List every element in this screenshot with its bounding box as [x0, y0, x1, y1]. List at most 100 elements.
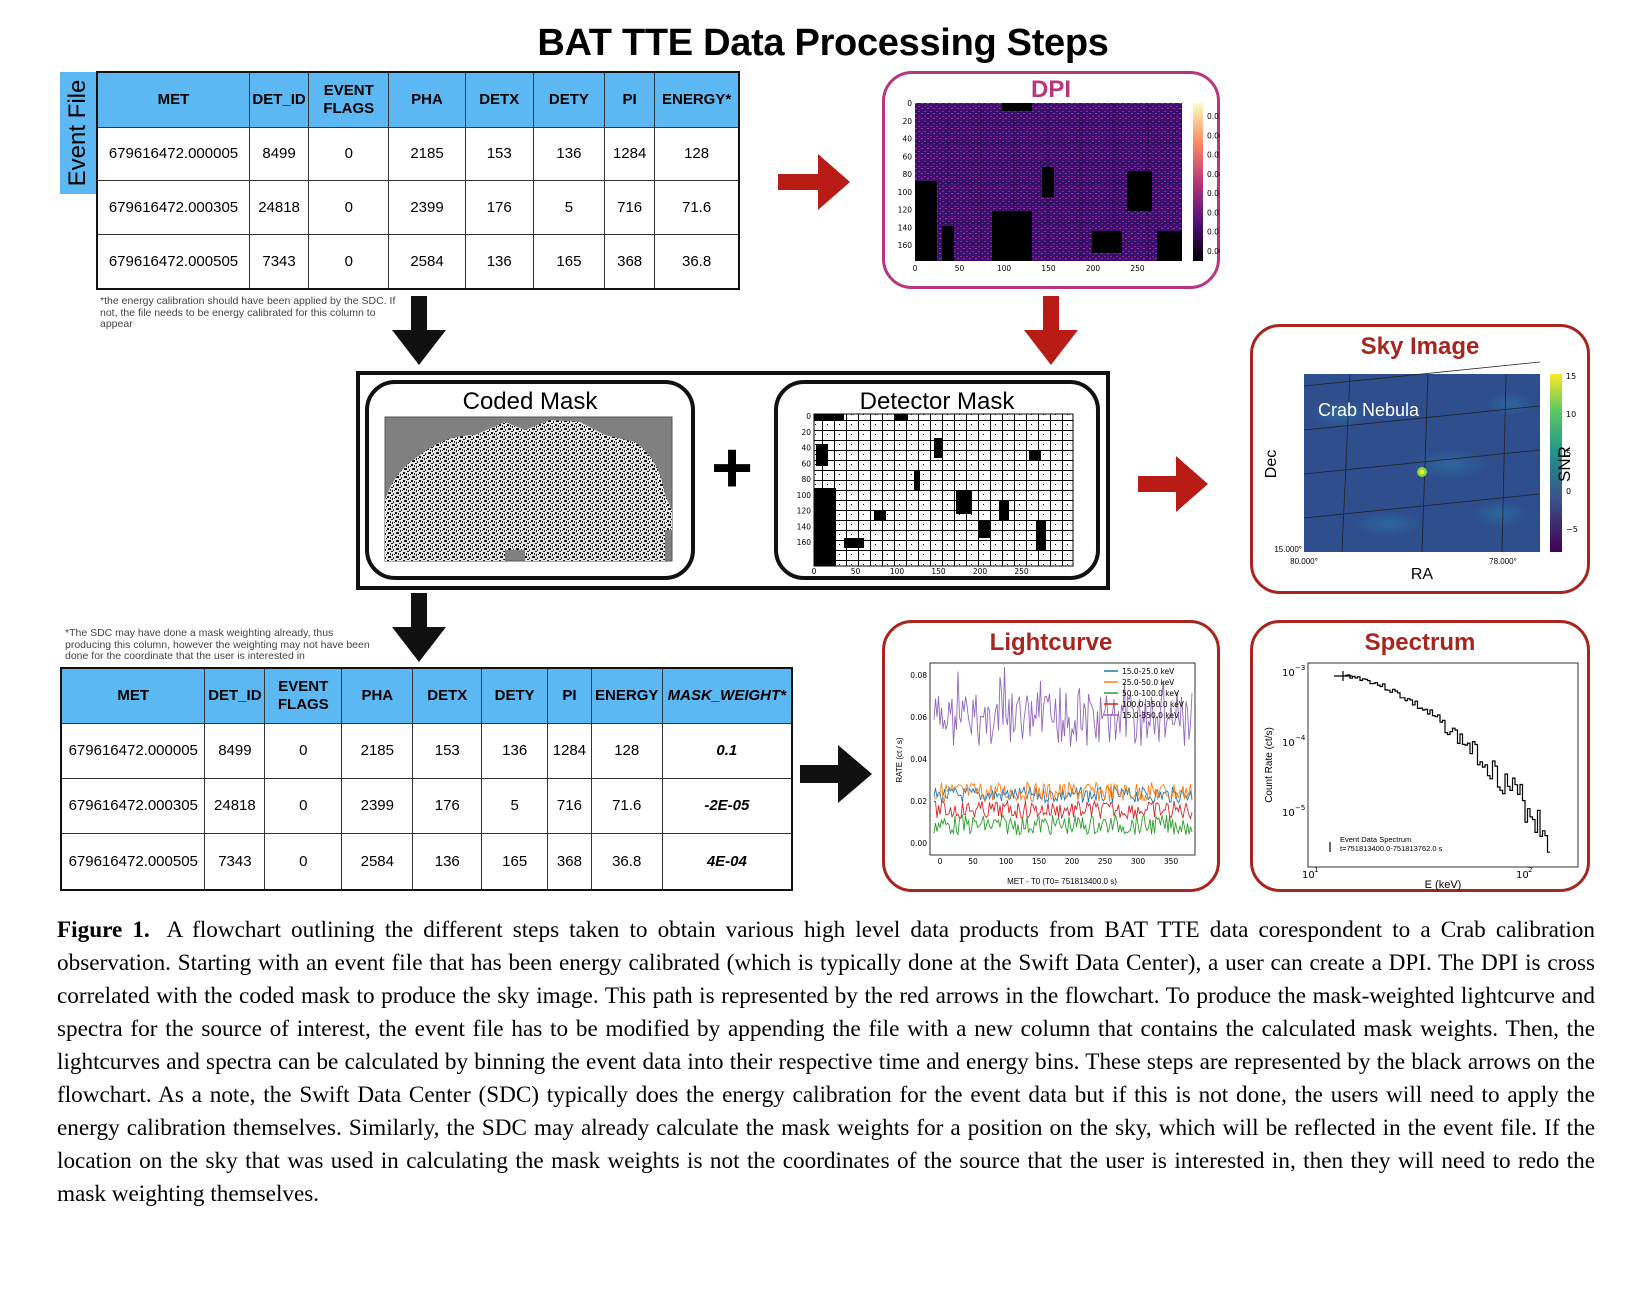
table-cell: 679616472.000005 — [96, 126, 250, 181]
dpi-ytick: 120 — [898, 206, 913, 215]
coded-mask-image — [384, 416, 673, 562]
table-cell: 128 — [590, 722, 663, 779]
table-cell: 36.8 — [590, 832, 663, 891]
table-cell: 153 — [412, 722, 483, 779]
table-cell: 0 — [264, 832, 343, 891]
dpi-xtick: 150 — [1041, 264, 1056, 273]
table-cell: 0.1 — [661, 722, 793, 779]
spectrum-ytick: 10 — [1282, 738, 1295, 749]
table-cell: 24818 — [204, 777, 266, 834]
dpi-ytick: 80 — [902, 170, 912, 179]
figure-label: Figure 1. — [57, 917, 150, 943]
col-header-energy: ENERGY* — [654, 71, 740, 128]
table-cell: -2E-05 — [661, 777, 793, 834]
spectrum-legend-title: Event Data Spectrum — [1340, 835, 1411, 844]
lc-legend-label: 25.0-50.0 keV — [1122, 678, 1175, 687]
table-cell: 679616472.000305 — [60, 777, 206, 834]
lc-ytick: 0.00 — [910, 839, 927, 848]
dpi-xtick: 50 — [955, 264, 965, 273]
lc-xtick: 350 — [1164, 857, 1179, 866]
sky-image-title: Sky Image — [1360, 333, 1480, 360]
col-header-dety: DETY — [481, 667, 549, 724]
table-cell: 7343 — [204, 832, 266, 891]
table-cell: 7343 — [248, 233, 310, 290]
dpi-cbar-tick: 0.05 — [1207, 151, 1220, 160]
lc-xtick: 250 — [1098, 857, 1113, 866]
table-row: 679616472.000305 24818 0 2399 176 5 716 … — [60, 777, 793, 834]
figure-caption: Figure 1. A flowchart outlining the diff… — [57, 914, 1595, 1211]
lc-ytick: 0.06 — [910, 713, 927, 722]
det-ytick: 160 — [797, 538, 812, 547]
caption-text: A flowchart outlining the different step… — [57, 917, 1595, 1207]
sky-cbar-tick: 10 — [1566, 410, 1576, 419]
det-xtick: 0 — [812, 567, 817, 576]
red-arrow-mask-to-sky — [1138, 456, 1208, 512]
black-arrow-table-to-products — [800, 745, 872, 803]
lc-xtick: 200 — [1065, 857, 1080, 866]
table-cell: 8499 — [204, 722, 266, 779]
lc-legend-label: 100.0-350.0 keV — [1122, 700, 1185, 709]
spectrum-legend-sub: t=751813400.0-751813762.0 s — [1340, 844, 1443, 853]
lc-xtick: 0 — [938, 857, 943, 866]
lc-series-line-2 — [933, 813, 1193, 837]
flow-arrows — [392, 154, 1208, 803]
det-ytick: 60 — [801, 459, 811, 468]
table-row: 679616472.000005 8499 0 2185 153 136 128… — [60, 722, 793, 779]
table-cell: 679616472.000505 — [96, 233, 250, 290]
table-cell: 0 — [308, 233, 390, 290]
table-cell: 0 — [264, 722, 343, 779]
sky-ylabel: Dec — [1263, 450, 1280, 478]
sky-cbar-tick: 15 — [1566, 372, 1576, 381]
table-cell: 2399 — [388, 180, 466, 235]
det-xtick: 50 — [851, 567, 861, 576]
spectrum-line — [1345, 674, 1550, 853]
spectrum-ytick: 10 — [1282, 668, 1295, 679]
table-cell: 368 — [604, 233, 656, 290]
lc-ytick: 0.08 — [910, 671, 927, 680]
lc-xtick: 50 — [968, 857, 978, 866]
dpi-ytick: 160 — [898, 241, 913, 250]
dpi-cbar-tick: 0.07 — [1207, 112, 1220, 121]
det-ytick: 40 — [801, 444, 811, 453]
dpi-colorbar — [1193, 103, 1203, 261]
col-header-dety: DETY — [532, 71, 606, 128]
dpi-cbar-tick: 0.04 — [1207, 170, 1220, 179]
lc-xtick: 300 — [1131, 857, 1146, 866]
spectrum-xtick-exp: 2 — [1528, 866, 1532, 874]
black-arrow-event-to-mask — [392, 296, 446, 365]
table-cell: 36.8 — [654, 233, 740, 290]
table-cell: 71.6 — [590, 777, 663, 834]
table-cell: 4E-04 — [661, 832, 793, 891]
dpi-xtick: 0 — [913, 264, 918, 273]
spectrum-xtick: 10 — [1516, 870, 1529, 881]
table-cell: 136 — [481, 722, 549, 779]
table-cell: 176 — [412, 777, 483, 834]
table-cell: 1284 — [547, 722, 592, 779]
sky-colorbar — [1550, 374, 1562, 552]
dpi-cbar-tick: 0.06 — [1207, 131, 1220, 140]
plus-sign: + — [710, 428, 754, 508]
page-title: BAT TTE Data Processing Steps — [537, 22, 1109, 64]
sky-cbar-tick: 0 — [1566, 487, 1571, 496]
table-cell: 679616472.000005 — [60, 722, 206, 779]
lc-xlabel: MET - T0 (T0= 751813400.0 s) — [1007, 877, 1117, 886]
col-header-detx: DETX — [464, 71, 534, 128]
dpi-title: DPI — [1030, 76, 1071, 103]
dpi-ytick: 40 — [902, 135, 912, 144]
col-header-met: MET — [96, 71, 250, 128]
spectrum-ytick: 10 — [1282, 808, 1295, 819]
table-cell: 165 — [481, 832, 549, 891]
table-row: 679616472.000305 24818 0 2399 176 5 716 … — [96, 180, 740, 235]
dpi-xtick: 200 — [1086, 264, 1101, 273]
lc-ytick: 0.04 — [910, 755, 927, 764]
det-xtick: 100 — [890, 567, 905, 576]
det-ytick: 0 — [806, 412, 811, 421]
lc-legend-label: 15.0-25.0 keV — [1122, 667, 1175, 676]
dpi-cbar-tick: 0.01 — [1207, 228, 1220, 237]
det-ytick: 140 — [797, 522, 812, 531]
